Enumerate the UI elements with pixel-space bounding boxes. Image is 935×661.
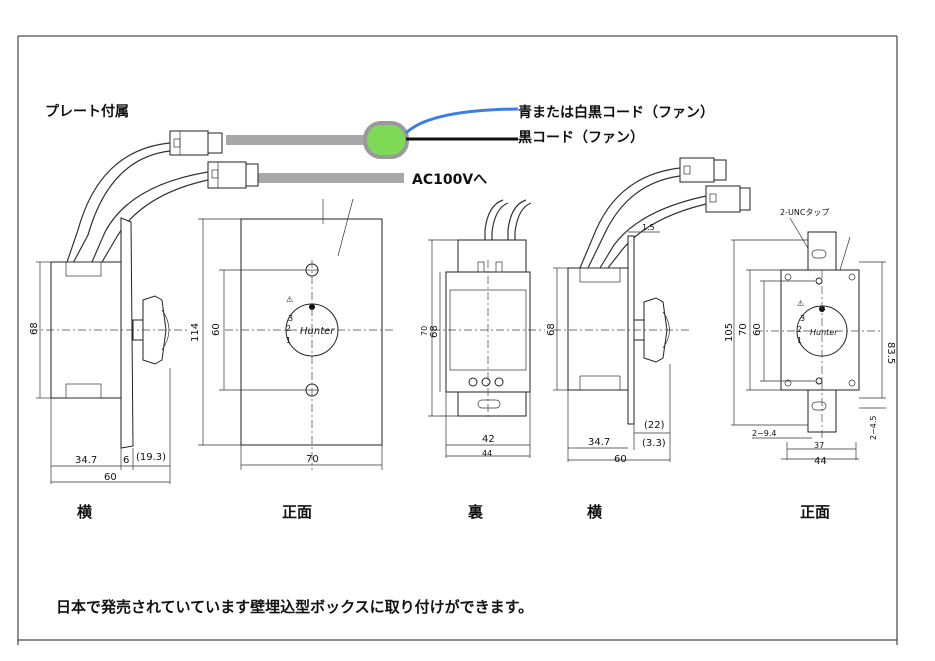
caption-side-right: 横 xyxy=(587,503,603,521)
svg-text:3: 3 xyxy=(800,314,805,323)
svg-text:(19.3): (19.3) xyxy=(136,452,166,463)
svg-text:68: 68 xyxy=(546,323,557,336)
svg-text:68: 68 xyxy=(29,322,40,335)
footer-note: 日本で発売されていています壁埋込型ボックスに取り付けができます。 xyxy=(56,598,533,616)
svg-text:70: 70 xyxy=(738,323,749,336)
ac100v-label: AC100Vへ xyxy=(412,172,487,188)
svg-text:60: 60 xyxy=(211,323,222,336)
wire-black-label: 黒コード（ファン） xyxy=(518,130,644,146)
caption-front-left: 正面 xyxy=(282,503,312,521)
svg-text:42: 42 xyxy=(482,434,495,445)
svg-text:⚠: ⚠ xyxy=(286,295,293,304)
svg-text:Hunter: Hunter xyxy=(300,326,335,337)
svg-text:Hunter: Hunter xyxy=(810,328,838,337)
side-view-right: 68 1.5 (22) (3.3) 34.7 60 xyxy=(546,157,751,465)
svg-text:2-UNCタップ: 2-UNCタップ xyxy=(780,208,829,217)
svg-text:1: 1 xyxy=(286,336,291,345)
wiring-overview xyxy=(65,107,519,266)
front-view-right: 2-UNCタップ Hunter 3 2 1 ⚠ 105 70 60 xyxy=(724,208,896,467)
svg-text:60: 60 xyxy=(104,472,117,483)
svg-text:2−9.4: 2−9.4 xyxy=(752,429,777,438)
svg-text:44: 44 xyxy=(482,449,492,458)
svg-text:70: 70 xyxy=(306,454,319,465)
svg-text:60: 60 xyxy=(614,454,627,465)
svg-text:83.5: 83.5 xyxy=(885,342,896,364)
svg-text:2: 2 xyxy=(797,325,802,334)
svg-text:2: 2 xyxy=(286,324,291,333)
svg-text:2−4.5: 2−4.5 xyxy=(869,415,878,440)
front-view-left: Hunter 3 2 1 ⚠ 114 60 70 xyxy=(190,198,395,470)
svg-text:44: 44 xyxy=(814,456,827,467)
plug-connector-upper xyxy=(169,130,223,156)
plug-connector-right-upper xyxy=(679,157,727,183)
gray-bar-upper xyxy=(226,135,368,145)
svg-text:105: 105 xyxy=(724,323,735,342)
svg-text:68: 68 xyxy=(429,325,440,338)
svg-text:34.7: 34.7 xyxy=(588,437,610,448)
svg-text:6: 6 xyxy=(123,455,129,466)
caption-front-right: 正面 xyxy=(800,503,830,521)
svg-text:1.5: 1.5 xyxy=(642,223,655,232)
svg-text:3: 3 xyxy=(288,314,293,323)
plug-connector-right-lower xyxy=(705,185,751,213)
back-view: 70 68 42 44 xyxy=(420,199,545,458)
blue-wire xyxy=(404,107,519,135)
svg-text:114: 114 xyxy=(190,323,201,342)
caption-side-left: 横 xyxy=(77,503,93,521)
gray-bar-lower xyxy=(258,173,404,183)
plug-connector-lower xyxy=(207,161,259,189)
svg-text:70: 70 xyxy=(420,326,429,336)
side-view-left: 68 34.7 6 (19.3) 60 xyxy=(29,217,190,484)
svg-text:34.7: 34.7 xyxy=(75,455,97,466)
svg-text:37: 37 xyxy=(814,441,824,450)
svg-text:1: 1 xyxy=(797,336,802,345)
caption-back: 裏 xyxy=(467,503,484,521)
svg-text:60: 60 xyxy=(752,323,763,336)
svg-text:(3.3): (3.3) xyxy=(642,438,666,449)
svg-text:⚠: ⚠ xyxy=(797,299,804,308)
wire-blue-white-label: 青または白黒コード（ファン） xyxy=(518,104,714,121)
plate-attached-label: プレート付属 xyxy=(45,103,129,120)
green-led-connector xyxy=(363,121,409,159)
svg-text:(22): (22) xyxy=(644,420,665,431)
